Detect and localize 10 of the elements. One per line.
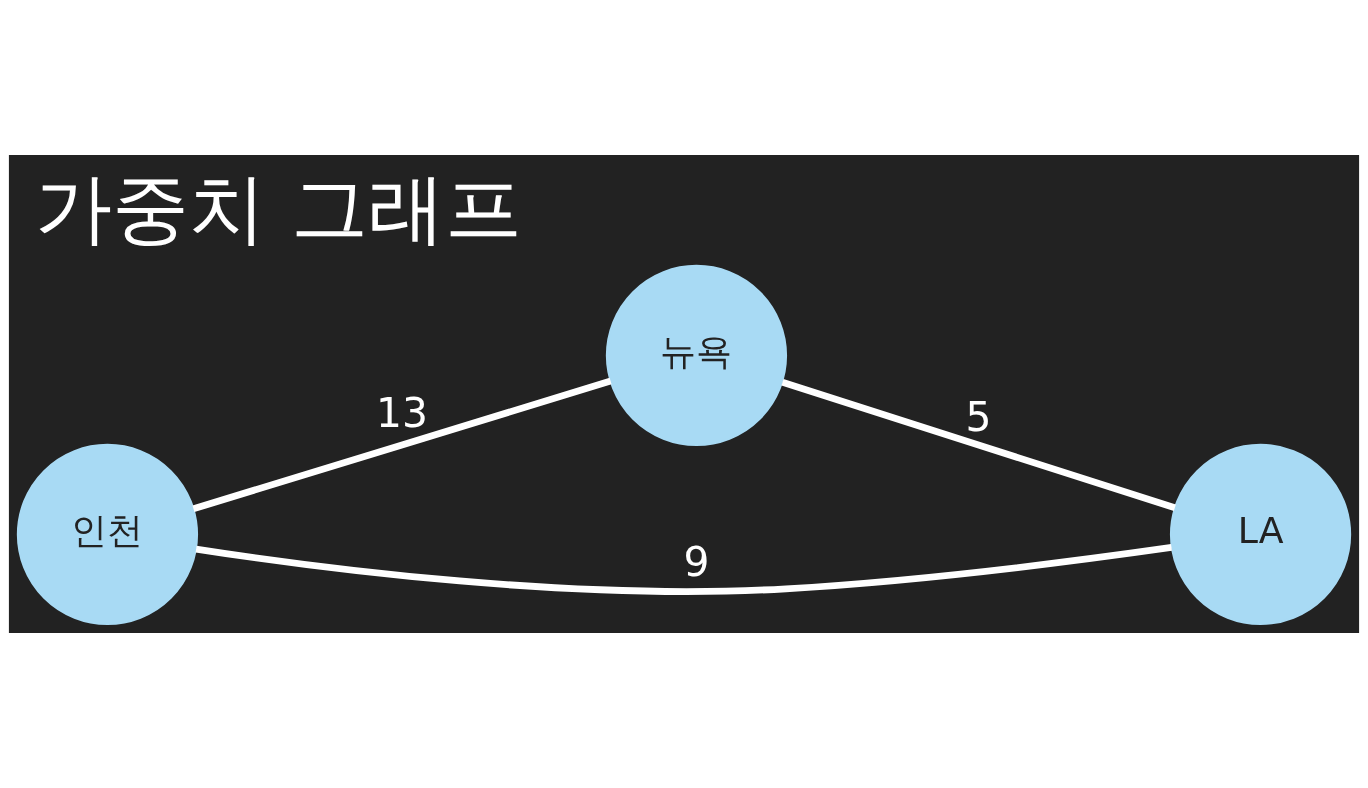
connector (192, 377, 612, 513)
edge-label: 5 (965, 393, 992, 442)
diagram-title: 가중치 그래프 (35, 163, 522, 253)
connector (195, 544, 1172, 595)
edge-label: 9 (683, 538, 710, 587)
edge-label: 13 (376, 388, 428, 437)
node-circle: 뉴욕 (605, 264, 788, 447)
node-circle: 인천 (16, 443, 199, 626)
connector (781, 379, 1176, 511)
node-circle: LA (1169, 443, 1352, 626)
